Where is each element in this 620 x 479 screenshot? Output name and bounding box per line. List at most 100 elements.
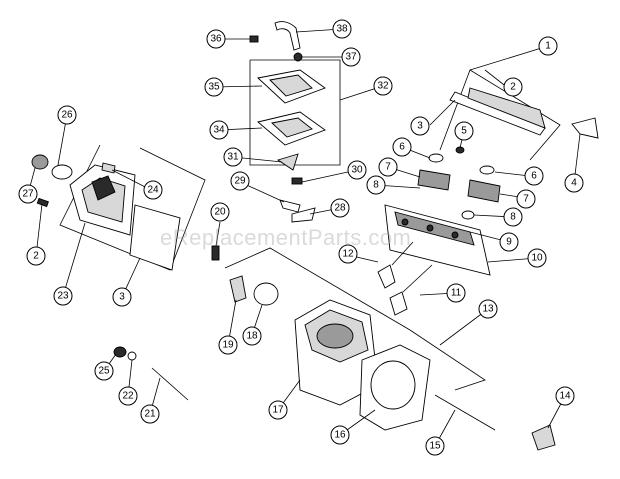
leader-3-right: [429, 99, 456, 126]
clamp-37: [293, 52, 303, 62]
svg-text:6: 6: [399, 142, 405, 153]
callout-6: 6: [524, 166, 544, 186]
cylinder-head-assembly: [377, 87, 599, 316]
retainer-6-left: [428, 153, 444, 163]
callout-34: 34: [209, 120, 229, 140]
svg-text:12: 12: [342, 249, 354, 260]
svg-text:1: 1: [545, 41, 551, 52]
callout-6: 6: [392, 137, 412, 157]
breather-valve: [31, 154, 49, 170]
leader-13: [439, 308, 489, 346]
svg-text:29: 29: [234, 176, 246, 187]
svg-text:35: 35: [208, 82, 220, 93]
valve-11-head: [389, 291, 408, 316]
valve-11-stem: [402, 264, 433, 293]
stud-20: [211, 245, 220, 261]
svg-text:3: 3: [417, 121, 423, 132]
svg-text:30: 30: [351, 165, 363, 176]
callout-22: 22: [118, 386, 138, 406]
bracket-lines: [59, 59, 561, 391]
callout-9: 9: [499, 232, 519, 252]
svg-text:34: 34: [213, 125, 225, 136]
callout-4: 4: [564, 173, 584, 193]
gasket-bore-16: [370, 360, 416, 410]
callout-27: 27: [18, 184, 38, 204]
svg-text:26: 26: [61, 110, 73, 121]
svg-text:10: 10: [531, 253, 543, 264]
callout-21: 21: [140, 404, 160, 424]
bushing-19: [229, 275, 247, 303]
bracket-4: [571, 117, 599, 139]
stud-21: [151, 367, 189, 401]
svg-text:18: 18: [246, 331, 258, 342]
rocker-gasket-23: [129, 204, 181, 271]
svg-text:8: 8: [373, 180, 379, 191]
clip-28: [291, 207, 316, 223]
callout-30: 30: [347, 160, 367, 180]
callout-20: 20: [210, 202, 230, 222]
seal-8: [461, 210, 475, 220]
svg-text:6: 6: [531, 171, 537, 182]
callout-37: 37: [341, 47, 361, 67]
callout-14: 14: [555, 386, 575, 406]
svg-text:37: 37: [345, 52, 357, 63]
callout-5: 5: [454, 121, 474, 141]
svg-text:38: 38: [336, 24, 348, 35]
callout-19: 19: [218, 335, 238, 355]
bracket-32: [249, 59, 341, 166]
callout-1: 1: [538, 36, 558, 56]
callout-7: 7: [516, 189, 536, 209]
callout-13: 13: [478, 299, 498, 319]
svg-text:2: 2: [510, 82, 516, 93]
callout-32: 32: [373, 76, 393, 96]
callout-18: 18: [242, 326, 262, 346]
callout-24: 24: [143, 180, 163, 200]
rocker-cover-1: [467, 87, 546, 129]
callout-3: 3: [112, 287, 132, 307]
svg-text:20: 20: [214, 207, 226, 218]
svg-text:31: 31: [227, 152, 239, 163]
callout-15: 15: [425, 436, 445, 456]
guide-18: [253, 282, 279, 306]
svg-text:2: 2: [33, 251, 39, 262]
callouts: 1 2 3 4 5 6 6 7 7 8 8 9 10 11 12 13 14 1…: [18, 19, 584, 456]
svg-text:14: 14: [559, 391, 571, 402]
retainer-6-right: [479, 165, 495, 175]
svg-text:36: 36: [210, 34, 222, 45]
callout-10: 10: [527, 248, 547, 268]
head-bolt-hole: [451, 231, 459, 239]
grommet: [36, 197, 49, 208]
svg-text:8: 8: [510, 212, 516, 223]
bracket-13: [224, 247, 486, 391]
svg-text:32: 32: [377, 81, 389, 92]
gasket-34-inner: [271, 117, 313, 138]
callout-2: 2: [503, 77, 523, 97]
cylinder-assembly: [294, 299, 556, 451]
svg-text:11: 11: [451, 288, 462, 299]
callout-16: 16: [330, 425, 350, 445]
leader-23: [62, 222, 86, 297]
breather-cover-group: [249, 21, 326, 223]
svg-text:13: 13: [482, 304, 494, 315]
svg-text:28: 28: [334, 203, 346, 214]
fitting-30: [291, 177, 303, 185]
watermark: eReplacementParts.com: [160, 225, 412, 250]
callout-26: 26: [57, 105, 77, 125]
callout-35: 35: [204, 77, 224, 97]
leader-1: [469, 45, 549, 71]
head-bolt-hole: [401, 218, 409, 226]
leader-20: [215, 221, 221, 247]
washer-22: [127, 351, 137, 361]
screw-36: [249, 35, 259, 43]
callout-3: 3: [410, 116, 430, 136]
svg-text:27: 27: [22, 189, 34, 200]
svg-text:17: 17: [272, 405, 284, 416]
bracket-1: [439, 69, 561, 161]
callout-31: 31: [223, 147, 243, 167]
callout-17: 17: [268, 400, 288, 420]
svg-text:19: 19: [222, 340, 234, 351]
callout-38: 38: [332, 19, 352, 39]
callout-29: 29: [230, 171, 250, 191]
svg-text:7: 7: [385, 162, 391, 173]
